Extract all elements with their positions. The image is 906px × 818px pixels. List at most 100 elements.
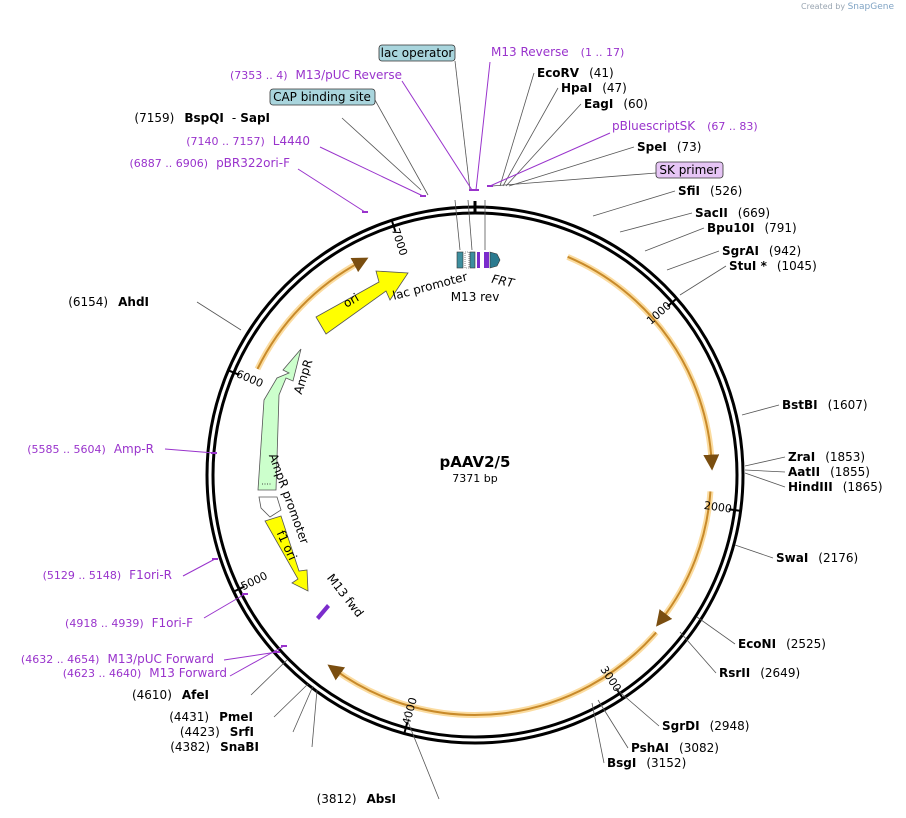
ampr-promoter-feature[interactable] xyxy=(258,496,282,518)
m13-rev-feature[interactable] xyxy=(477,252,480,268)
site-afei[interactable]: (4610)AfeI xyxy=(132,688,209,702)
site-position: (2649) xyxy=(760,666,800,680)
lac-operator-box[interactable]: lac operator xyxy=(378,44,456,62)
site-bspqi[interactable]: (7159)BspQI-SapI xyxy=(134,111,270,125)
snapgene-credit: Created by SnapGene xyxy=(801,2,894,12)
primer-labels: M13 Reverse(1 .. 17) pBluescriptSK(67 .. … xyxy=(21,45,758,680)
site-hpai[interactable]: HpaI(47) xyxy=(561,81,627,95)
site-position: (669) xyxy=(738,206,770,220)
site-sgrdi[interactable]: SgrDI(2948) xyxy=(662,719,749,733)
leader-line xyxy=(311,689,318,748)
primer-m13pucforward[interactable]: (4632 .. 4654)M13/pUC Forward xyxy=(21,652,214,666)
primer-l4440[interactable]: (7140 .. 7157)L4440 xyxy=(186,134,310,148)
tick-mark xyxy=(728,508,741,512)
leader-line xyxy=(491,172,657,187)
primer-pbr322orif[interactable]: (6887 .. 6906)pBR322ori-F xyxy=(130,156,291,170)
site-position: (1607) xyxy=(828,398,868,412)
site-sfii[interactable]: SfiI(526) xyxy=(678,184,742,198)
primer-marks xyxy=(164,61,611,677)
leader-line xyxy=(502,87,559,187)
ori-feature[interactable] xyxy=(315,270,409,335)
site-name: StuI * xyxy=(729,259,768,273)
primer-range: (4623 .. 4640) xyxy=(63,667,142,680)
site-position: (6154) xyxy=(68,295,108,309)
site-position: (4423) xyxy=(180,725,220,739)
frt-feature[interactable] xyxy=(489,251,501,269)
primer-m13reverse[interactable]: M13 Reverse(1 .. 17) xyxy=(491,45,624,59)
site-position: (942) xyxy=(769,244,801,258)
site-absi[interactable]: (3812)AbsI xyxy=(317,792,396,806)
primer-pbluescriptsk[interactable]: pBluescriptSK(67 .. 83) xyxy=(612,119,758,133)
site-stui[interactable]: StuI *(1045) xyxy=(729,259,817,273)
leader-line xyxy=(250,659,288,696)
site-name: Bpu10I xyxy=(707,221,754,235)
site-name: SwaI xyxy=(776,551,808,565)
orf-arc[interactable] xyxy=(256,257,369,370)
leader-line xyxy=(679,265,727,296)
leader-line xyxy=(454,60,471,191)
site-hindiii[interactable]: HindIII(1865) xyxy=(788,480,883,494)
site-sacii[interactable]: SacII(669) xyxy=(695,206,770,220)
site-name: SrfI xyxy=(230,725,254,739)
tick-label: 2000 xyxy=(703,499,732,516)
leader-lines xyxy=(196,60,786,800)
leader-line xyxy=(341,117,422,191)
site-bstbi[interactable]: BstBI(1607) xyxy=(782,398,868,412)
site-name: EagI xyxy=(584,97,613,111)
site-name: ZraI xyxy=(788,450,815,464)
site-swai[interactable]: SwaI(2176) xyxy=(776,551,858,565)
site-aatii[interactable]: AatII(1855) xyxy=(788,465,870,479)
leader-line xyxy=(679,631,717,674)
site-spei[interactable]: SpeI(73) xyxy=(637,140,701,154)
primer-leader xyxy=(229,645,285,677)
site-srfi[interactable]: (4423) SrfI xyxy=(180,725,254,739)
primer-leader xyxy=(182,558,216,577)
site-name: AbsI xyxy=(367,792,396,806)
lac-promoter-feature[interactable] xyxy=(456,251,464,269)
site-name: SnaBI xyxy=(220,740,259,754)
site-econi[interactable]: EcoNI(2525) xyxy=(738,637,826,651)
m13-fwd-feature[interactable] xyxy=(316,604,330,620)
cap-binding-site-box[interactable]: CAP binding site xyxy=(269,88,376,106)
site-bsgi[interactable]: BsgI(3152) xyxy=(607,756,686,770)
mcs-feature[interactable] xyxy=(484,252,489,268)
leader-line xyxy=(614,687,660,727)
site-ecorv[interactable]: EcoRV(41) xyxy=(537,66,614,80)
site-snabi[interactable]: (4382)SnaBI xyxy=(170,740,259,754)
site-rsrii[interactable]: RsrII(2649) xyxy=(719,666,800,680)
tick-label: 5000 xyxy=(239,569,270,593)
lac-operator-feature[interactable] xyxy=(464,251,470,269)
site-sgrai[interactable]: SgrAI (942) xyxy=(722,244,801,258)
tick-label: 7000 xyxy=(389,227,410,258)
site-ahdi[interactable]: (6154) AhdI xyxy=(68,295,149,309)
primer-m13pucreverse[interactable]: (7353 .. 4)M13/pUC Reverse xyxy=(230,68,402,82)
site-pshai[interactable]: PshAI(3082) xyxy=(631,741,719,755)
site-bpu10i[interactable]: Bpu10I (791) xyxy=(707,221,797,235)
primer-leader xyxy=(319,146,424,197)
primer-f1orir[interactable]: (5129 .. 5148)F1ori-R xyxy=(43,568,172,582)
site-name: SgrAI xyxy=(722,244,759,258)
site-position: (791) xyxy=(764,221,796,235)
site-name: BsgI xyxy=(607,756,636,770)
sk-primer-box[interactable]: SK primer xyxy=(655,161,724,179)
tick-mark xyxy=(403,721,409,734)
orf-arc[interactable] xyxy=(327,631,657,716)
orf-arc[interactable] xyxy=(567,255,720,471)
lac-operator-text: lac operator xyxy=(381,46,454,60)
site-name: AhdI xyxy=(118,295,149,309)
primer-f1orif[interactable]: (4918 .. 4939)F1ori-F xyxy=(65,616,193,630)
site-zrai[interactable]: ZraI(1853) xyxy=(788,450,865,464)
primer-m13forward[interactable]: (4623 .. 4640)M13 Forward xyxy=(63,666,227,680)
primer-ampr[interactable]: (5585 .. 5604)Amp-R xyxy=(27,442,154,456)
ampr-feature[interactable] xyxy=(257,348,302,491)
f1-ori-feature[interactable] xyxy=(264,515,309,592)
site-eagi[interactable]: EagI(60) xyxy=(584,97,648,111)
primer-range: (7353 .. 4) xyxy=(230,69,288,82)
cap-site-feature[interactable] xyxy=(469,251,476,269)
site-position: (7159) xyxy=(134,111,174,125)
leader-line xyxy=(454,199,461,251)
tick-label: 4000 xyxy=(400,696,420,726)
site-pmei[interactable]: (4431)PmeI xyxy=(169,710,253,724)
orf-arc[interactable] xyxy=(656,491,712,627)
